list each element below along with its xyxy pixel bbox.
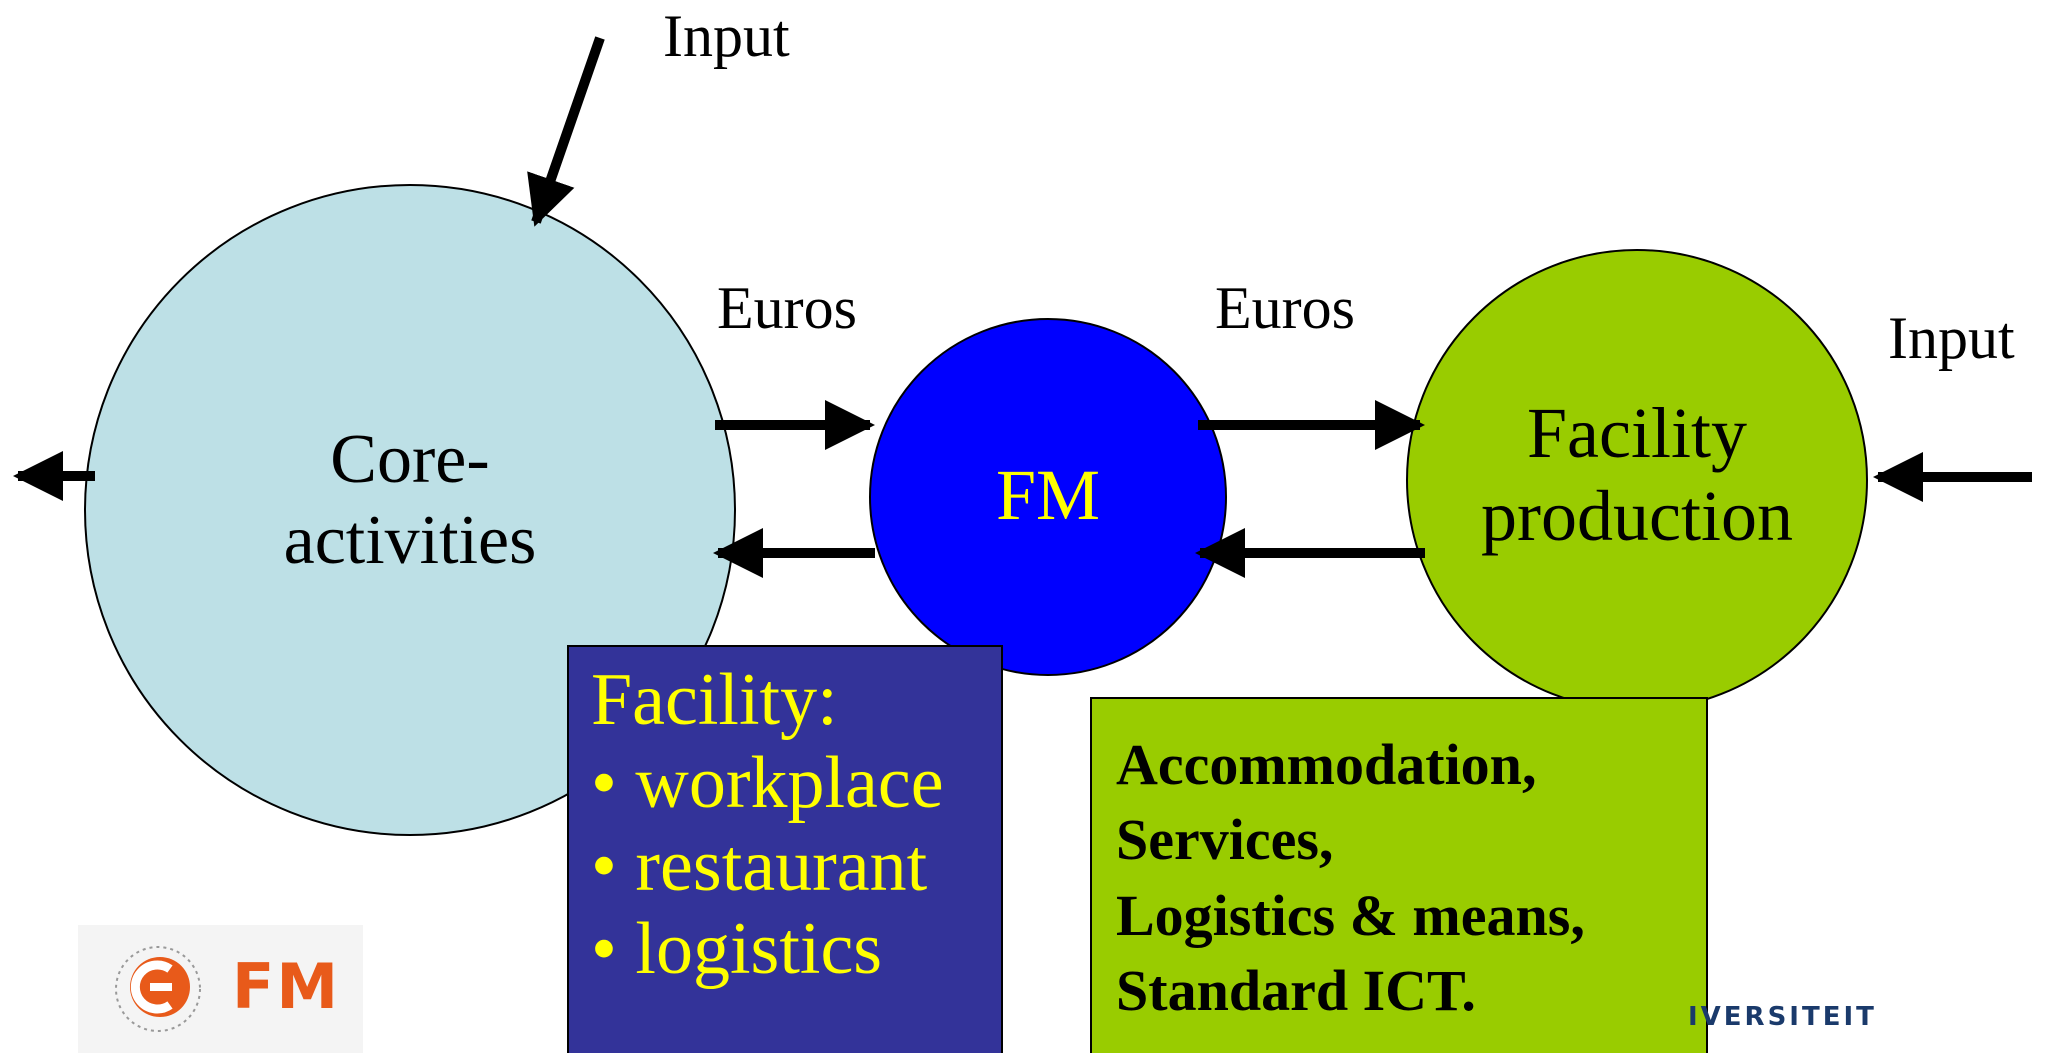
input-right-label: Input (1888, 305, 2015, 371)
production-line-logistics: Logistics & means, (1116, 882, 1585, 948)
facility-item-restaurant: • restaurant (591, 824, 928, 907)
facility-production-line2: production (1481, 475, 1793, 556)
production-line-services: Services, (1116, 807, 1334, 873)
input-top-label: Input (663, 3, 790, 69)
facility-production-label: Facility production (1437, 392, 1837, 558)
university-logo-text: IVERSITEIT (1688, 1002, 1877, 1032)
facility-item-logistics: • logistics (591, 907, 883, 990)
core-activities-label: Core- activities (200, 420, 620, 581)
facility-item-workplace: • workplace (591, 741, 944, 824)
euros-left-label: Euros (717, 275, 857, 341)
production-box: Accommodation, Services, Logistics & mea… (1090, 697, 1708, 1053)
euros-right-label: Euros (1215, 275, 1355, 341)
cfm-logo (78, 925, 363, 1053)
facility-box-heading: Facility: (591, 659, 838, 741)
fm-node (869, 318, 1227, 676)
input-top-arrow (527, 36, 605, 227)
core-activities-line1: Core- (330, 421, 490, 498)
production-line-ict: Standard ICT. (1116, 958, 1476, 1024)
cfm-logo-text: FM (232, 950, 341, 1023)
production-line-accommodation: Accommodation, (1116, 732, 1537, 797)
facility-box: Facility: • workplace • restaurant • log… (567, 645, 1003, 1053)
facility-production-line1: Facility (1527, 393, 1747, 473)
cfm-logo-emblem-icon (115, 946, 201, 1032)
core-activities-line2: activities (283, 501, 537, 579)
fm-label: FM (995, 455, 1101, 535)
